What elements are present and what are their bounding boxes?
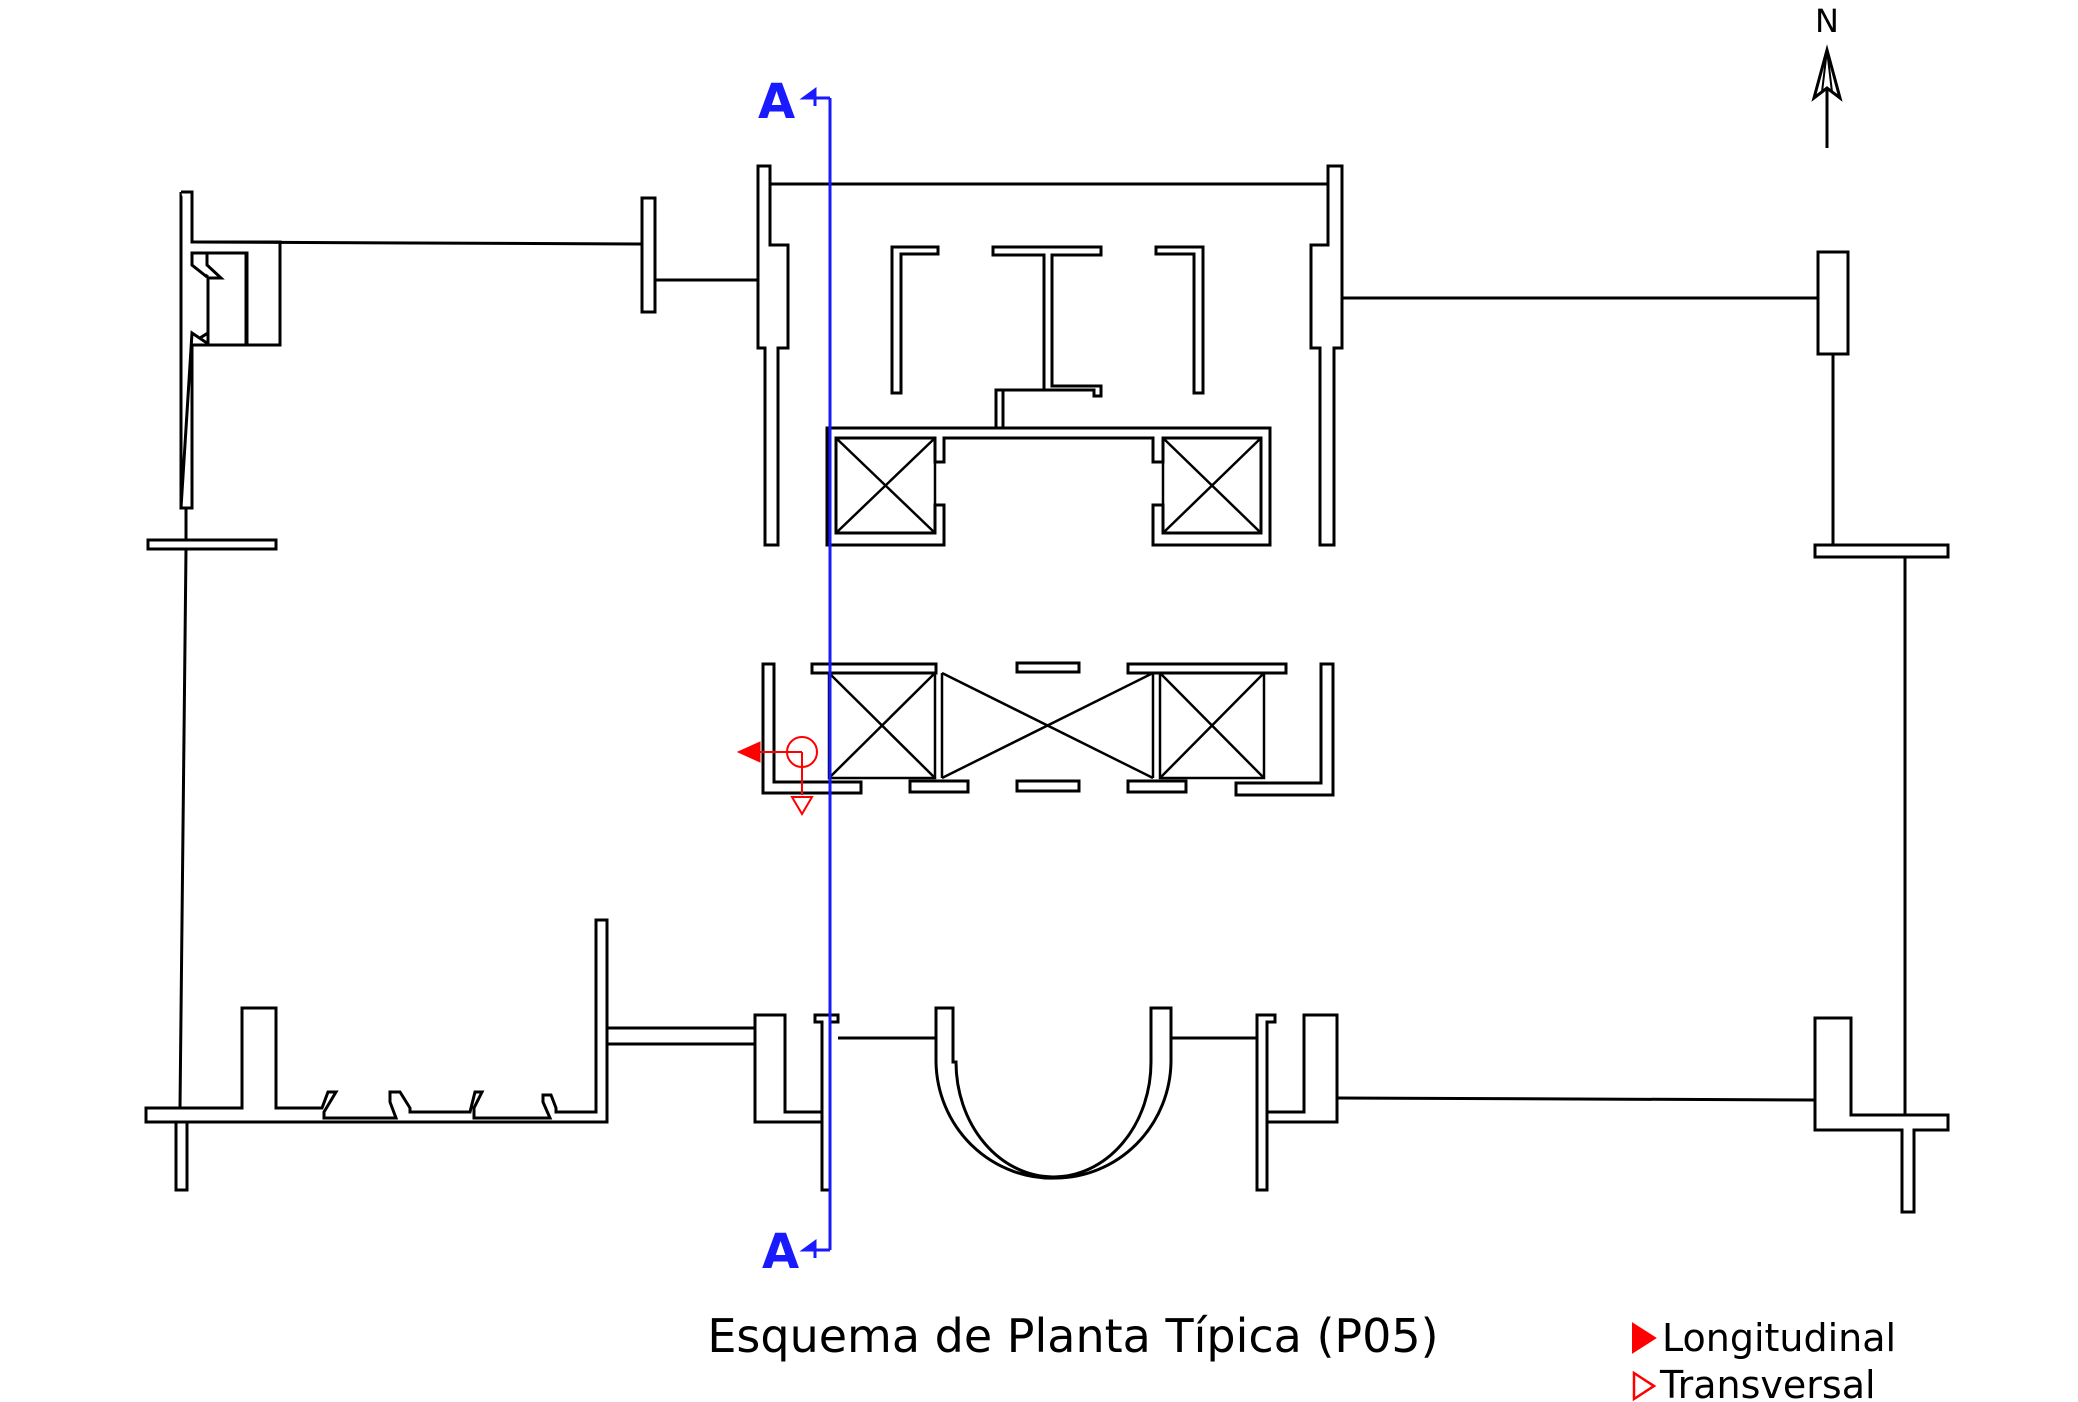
- section-arrow-bottom-icon: [799, 1239, 830, 1258]
- stair-wall-center: [991, 245, 1103, 430]
- east-wing-corner: [1813, 1016, 1950, 1214]
- legend-longitudinal-label: Longitudinal: [1662, 1316, 1896, 1360]
- west-wing-west-facade: [178, 508, 188, 1109]
- south-facade-east: [1336, 1096, 1817, 1102]
- core-sill-a: [908, 779, 970, 794]
- core-sill-b: [1015, 779, 1081, 793]
- core-south-wall-east: [1234, 662, 1335, 797]
- south-column-west: [813, 1013, 840, 1192]
- sensor-transversal-arrow-icon: [790, 796, 814, 816]
- west-wing-north-wall-pier: [179, 190, 282, 510]
- section-arrow-top-icon: [799, 87, 830, 106]
- stair-wall-west: [890, 245, 940, 395]
- west-wing-south-wall: [144, 918, 609, 1124]
- core-lintel-b: [1015, 661, 1081, 674]
- east-wing-slab-edge: [1813, 543, 1950, 559]
- core-north-pier-east: [1309, 164, 1344, 547]
- east-wing: [1813, 250, 1950, 1214]
- elevator-shaft-nw: [834, 436, 937, 535]
- legend-transversal-label: Transversal: [1659, 1363, 1876, 1402]
- west-wing-corridor-beam: [605, 1026, 757, 1046]
- east-wing-column-a: [1816, 250, 1850, 356]
- elevator-shaft-sw: [827, 671, 937, 780]
- west-wing-slab-edge: [146, 538, 278, 551]
- core-sill-c: [1126, 779, 1188, 794]
- legend-longitudinal-marker-icon: [1632, 1322, 1657, 1354]
- legend-transversal-marker-icon: [1632, 1370, 1657, 1402]
- west-wing-column-b: [174, 1120, 189, 1192]
- south-pier-east: [1265, 1013, 1339, 1124]
- stair-wall-east: [1154, 245, 1205, 395]
- elevator-shaft-se: [1158, 671, 1266, 780]
- elevator-block-north: [825, 426, 1272, 547]
- section-label-bottom: A: [762, 1224, 799, 1280]
- core-north-pier-west: [756, 164, 790, 547]
- west-wing-pier-a: [179, 190, 282, 510]
- sensor-marker-icon: [736, 736, 818, 816]
- south-column-east: [1255, 1013, 1277, 1192]
- section-cut-a: A A: [758, 74, 832, 1280]
- central-core: [753, 164, 1818, 1192]
- section-label-top: A: [758, 74, 795, 130]
- north-label: N: [1815, 2, 1839, 40]
- north-arrow-icon: N: [1811, 2, 1843, 148]
- core-lintel-c: [1126, 662, 1288, 675]
- west-wing-north-facade: [191, 240, 643, 246]
- west-wing: [144, 190, 758, 1192]
- stair-shaft-s: [940, 671, 1155, 780]
- diagram-title: Esquema de Planta Típica (P05): [707, 1309, 1438, 1363]
- west-wing-column-a: [640, 196, 657, 314]
- south-apse: [934, 1006, 1173, 1180]
- elevator-shaft-ne: [1161, 436, 1263, 535]
- south-pier-west: [753, 1013, 828, 1124]
- legend: Longitudinal Transversal: [1632, 1316, 1896, 1402]
- core-south-wall-west: [761, 662, 863, 795]
- sensor-longitudinal-arrow-icon: [736, 741, 761, 763]
